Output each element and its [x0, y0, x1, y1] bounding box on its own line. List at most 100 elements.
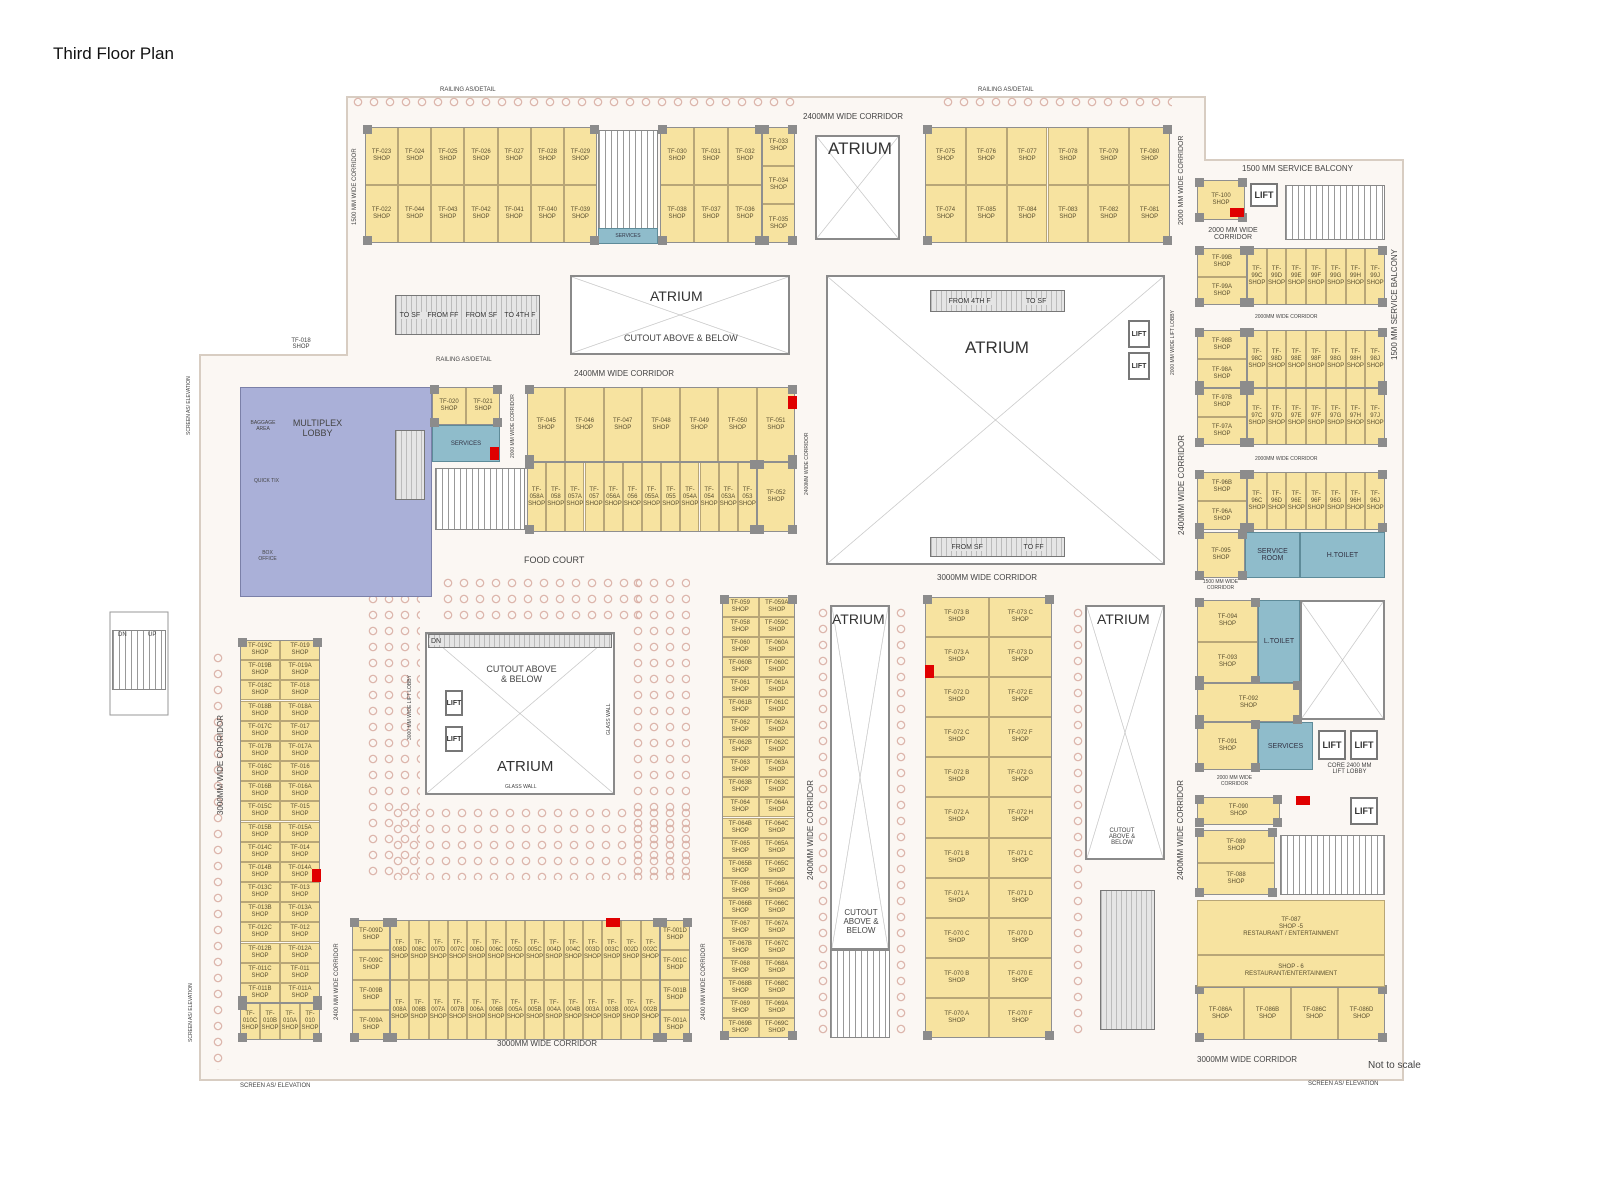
lift[interactable]: LIFT [445, 690, 463, 716]
lift[interactable]: LIFT [445, 726, 463, 752]
lift[interactable]: LIFT [1250, 183, 1278, 207]
shop-unit-restaurant-6[interactable]: SHOP - 6 RESTAURANT/ENTERTAINMENT [1197, 955, 1385, 987]
lift[interactable]: LIFT [1128, 352, 1150, 380]
lift[interactable]: LIFT [1350, 797, 1378, 825]
lift[interactable]: LIFT [1318, 730, 1346, 760]
shop-unit-restaurant-5[interactable]: TF-087 SHOP -5 RESTAURANT / ENTERTAINMEN… [1197, 900, 1385, 955]
